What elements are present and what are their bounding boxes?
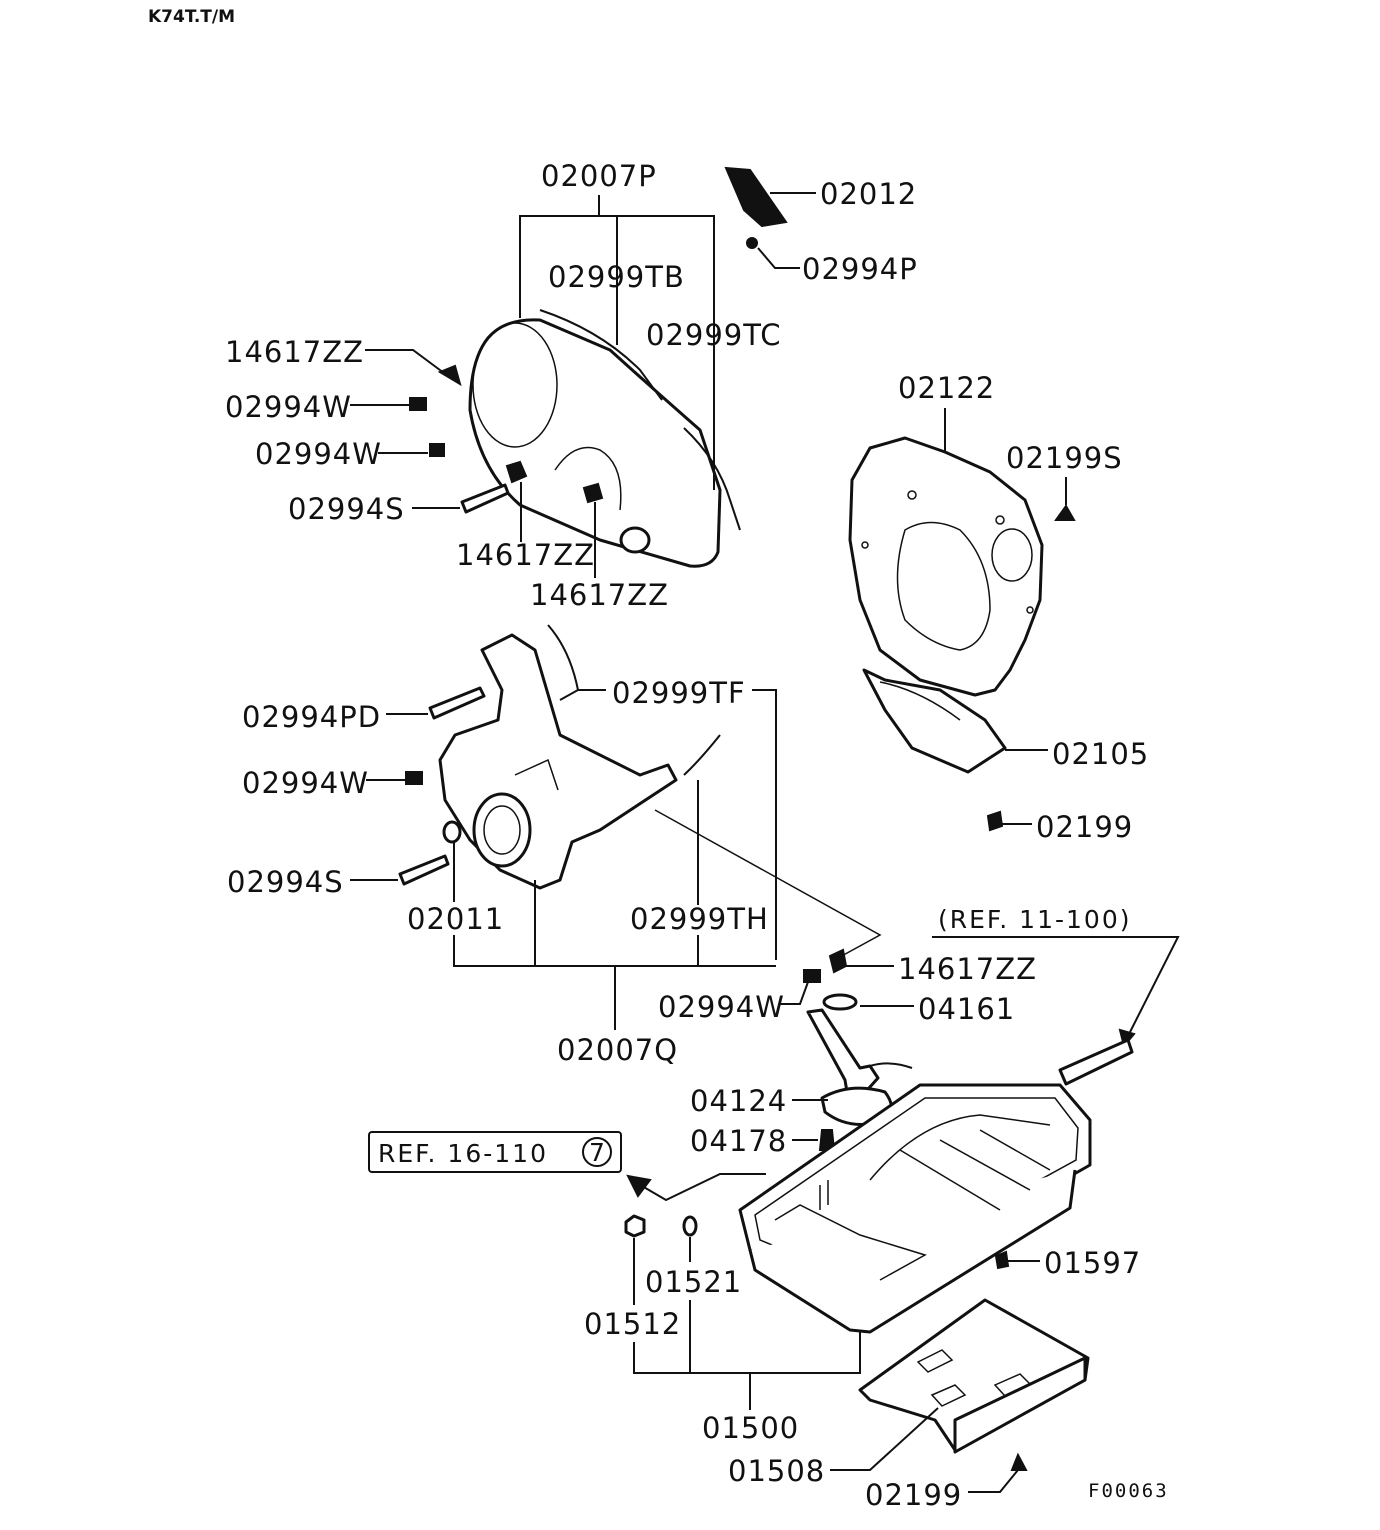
- label-02007P: 02007P: [541, 159, 657, 193]
- lower-timing-cover: [438, 624, 721, 890]
- label-02994PD: 02994PD: [242, 700, 381, 734]
- label-02994W-b: 02994W: [255, 437, 382, 471]
- oil-pan: [738, 1083, 1092, 1334]
- label-02994W-c: 02994W: [242, 766, 369, 800]
- label-02994P: 02994P: [802, 252, 918, 286]
- label-02199-b: 02199: [865, 1478, 962, 1512]
- ref-11-100: (REF. 11-100): [938, 905, 1131, 934]
- label-14617ZZ-b: 14617ZZ: [456, 538, 595, 572]
- label-04178: 04178: [690, 1124, 787, 1158]
- label-01500: 01500: [702, 1411, 799, 1445]
- label-14617ZZ-d: 14617ZZ: [898, 952, 1037, 986]
- label-02122: 02122: [898, 371, 995, 405]
- ref-16-110-number: 7: [589, 1138, 607, 1167]
- ref-16-110: REF. 16-110: [378, 1139, 548, 1168]
- label-02199S: 02199S: [1006, 441, 1123, 475]
- model-code: K74T.T/M: [148, 7, 235, 27]
- label-02994S-a: 02994S: [288, 492, 405, 526]
- figure-code: F00063: [1088, 1480, 1169, 1502]
- label-02199-a: 02199: [1036, 810, 1133, 844]
- label-02994S-b: 02994S: [227, 865, 344, 899]
- label-14617ZZ-a: 14617ZZ: [225, 335, 364, 369]
- bracket-part: 02012 02994P: [724, 166, 918, 286]
- upper-timing-cover: [468, 309, 741, 568]
- label-02999TH: 02999TH: [630, 902, 769, 936]
- label-02999TB: 02999TB: [548, 260, 685, 294]
- label-02999TF: 02999TF: [612, 676, 746, 710]
- label-01512: 01512: [584, 1307, 681, 1341]
- label-02999TC: 02999TC: [646, 318, 782, 352]
- label-02012: 02012: [820, 177, 917, 211]
- label-14617ZZ-c: 14617ZZ: [530, 578, 669, 612]
- label-01508: 01508: [728, 1454, 825, 1488]
- label-04124: 04124: [690, 1084, 787, 1118]
- label-01597: 01597: [1044, 1246, 1141, 1280]
- label-02007Q: 02007Q: [557, 1033, 678, 1067]
- label-01521: 01521: [645, 1265, 742, 1299]
- label-02994W-d: 02994W: [658, 990, 785, 1024]
- label-02011: 02011: [407, 902, 504, 936]
- skid-plate: [858, 1298, 1090, 1454]
- cover-plate: [862, 668, 1007, 774]
- label-02994W-a: 02994W: [225, 390, 352, 424]
- label-02105: 02105: [1052, 737, 1149, 771]
- label-04161: 04161: [918, 992, 1015, 1026]
- rear-plate: [848, 436, 1044, 697]
